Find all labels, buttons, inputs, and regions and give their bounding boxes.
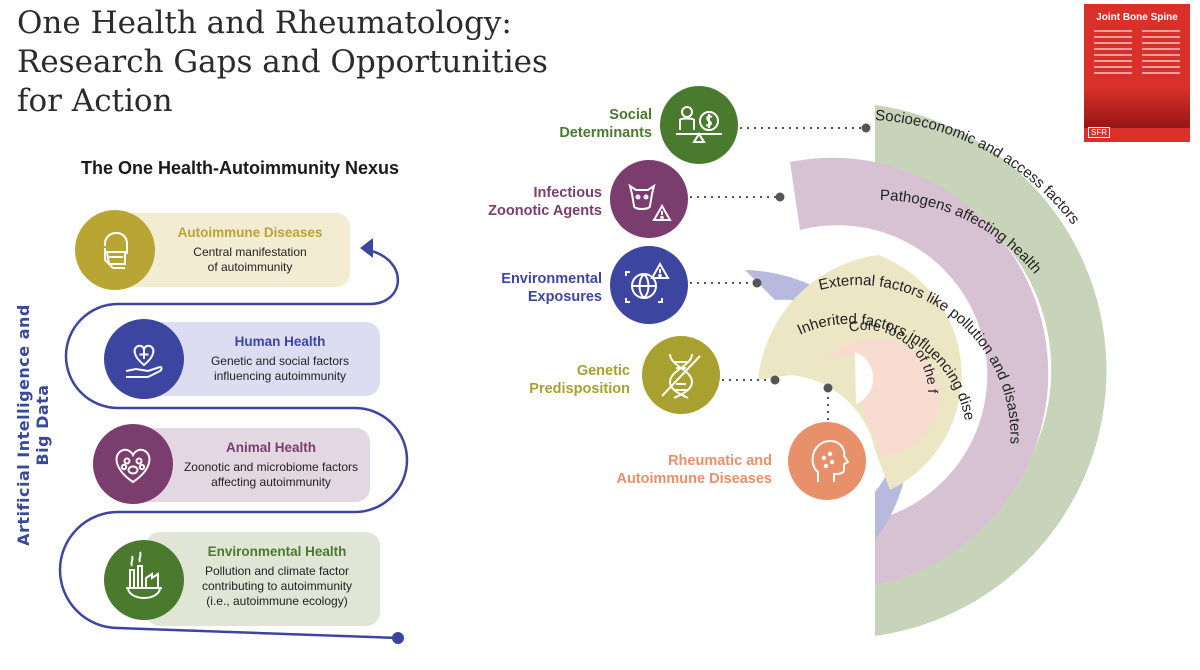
card-title: Environmental Health	[207, 544, 347, 559]
band-socioeconomic	[875, 105, 1107, 636]
paw-heart-icon	[93, 424, 173, 504]
heart-hand-icon	[104, 319, 184, 399]
balance-dollar-icon	[660, 86, 738, 164]
card-desc-line: Zoonotic and microbiome factors	[183, 460, 359, 474]
face-mask-icon	[75, 210, 155, 290]
path-end-dot	[392, 632, 404, 644]
connector-dot	[752, 278, 762, 288]
card-desc-line: (i.e., autoimmune ecology)	[206, 594, 348, 608]
globe-warning-icon	[610, 246, 688, 324]
card-desc-line: affecting autoimmunity	[211, 475, 331, 489]
card-desc-line: of autoimmunity	[207, 260, 293, 274]
card-desc-line: Genetic and social factors	[210, 354, 350, 368]
card-desc-line: influencing autoimmunity	[213, 369, 347, 383]
cover-text-column	[1094, 30, 1132, 100]
factory-earth-icon	[104, 540, 184, 620]
connector-dot	[823, 383, 833, 393]
journal-cover-thumbnail[interactable]: Joint Bone Spine SFR	[1084, 4, 1190, 142]
connector-dot	[770, 375, 780, 385]
journal-cover-title: Joint Bone Spine	[1096, 12, 1178, 23]
connector-dot	[861, 123, 871, 133]
card-title: Human Health	[234, 334, 326, 349]
cover-text-column	[1142, 30, 1180, 100]
journal-cover-logo: SFR	[1088, 127, 1110, 138]
head-profile-icon	[788, 422, 866, 500]
card-desc-line: Central manifestation	[193, 245, 307, 259]
card-desc-line: Pollution and climate factor	[204, 564, 350, 578]
band-core	[825, 338, 940, 455]
page-title: One Health and Rheumatology: Research Ga…	[17, 5, 548, 119]
card-title: Animal Health	[225, 440, 317, 455]
cow-warning-icon	[610, 160, 688, 238]
band-pathogens	[790, 157, 1049, 585]
connector-dot	[775, 192, 785, 202]
path-arrowhead	[360, 238, 373, 258]
card-desc-line: contributing to autoimmunity	[201, 579, 353, 593]
dna-icon	[642, 336, 720, 414]
nexus-title: The One Health-Autoimmunity Nexus	[80, 158, 400, 178]
card-human-health[interactable]: Human Health Genetic and social factors …	[145, 322, 380, 396]
card-title: Autoimmune Diseases	[177, 225, 323, 240]
card-environmental-health[interactable]: Environmental Health Pollution and clima…	[146, 532, 380, 626]
